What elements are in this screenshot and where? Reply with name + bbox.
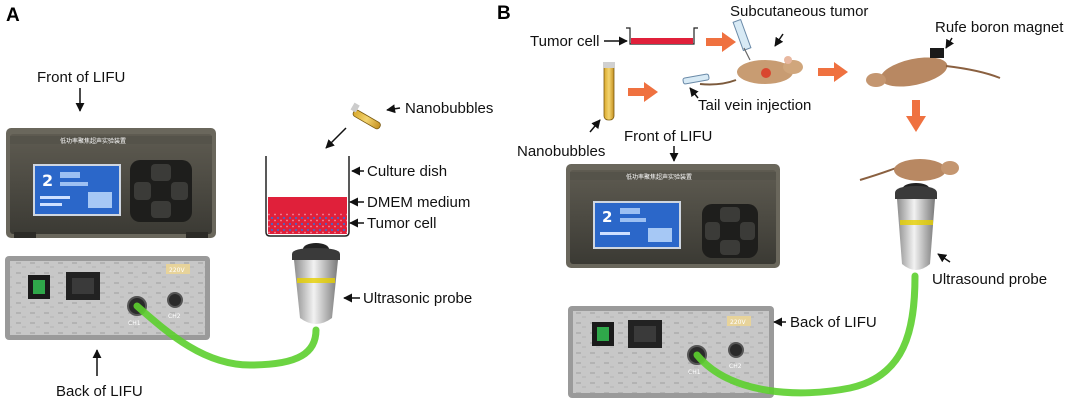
device-keypad-a [130,160,192,222]
arrow-ultrasound-probe-b [937,253,951,263]
mouse-on-probe-b [859,159,959,181]
label-dmem-medium-a: DMEM medium [367,194,470,211]
device-screen-number-a: 2 [42,171,53,190]
panel-a-letter: A [6,5,20,26]
label-front-lifu-b: Front of LIFU [624,128,712,145]
port-label-ch2-a: CH2 [168,313,181,320]
device-keypad-b [702,204,758,258]
nanobubble-tube-b [603,62,615,121]
label-nanobubbles-b: Nanobubbles [517,143,605,160]
label-back-lifu-a: Back of LIFU [56,383,143,400]
port-label-ch1-b: CH1 [688,369,701,376]
device-panel-title-b: 低功率聚焦超声实验装置 [626,173,692,181]
arrow-tail-vein-b [689,87,699,99]
label-tumor-cell-a: Tumor cell [367,215,436,232]
label-tail-vein-injection-b: Tail vein injection [698,97,811,114]
flow-arrow-dish-to-syringe [706,32,736,52]
label-ultrasound-probe-b: Ultrasound probe [932,271,1047,288]
device-panel-title-a: 低功率聚焦超声实验装置 [60,137,126,145]
label-back-lifu-b: Back of LIFU [790,314,877,331]
arrow-nanobubbles-tube-a [386,104,401,114]
panel-b-letter: B [497,3,511,24]
port-label-ch1-a: CH1 [128,320,141,327]
flow-arrow-magnet-to-probe [906,100,926,132]
label-front-lifu-a: Front of LIFU [37,69,125,86]
nanobubble-tube-a [350,102,381,130]
ultrasound-probe-b [895,183,937,270]
mouse-tail-vein-b [682,56,803,86]
dmem-medium-a [268,197,347,213]
label-ultrasonic-probe-a: Ultrasonic probe [363,290,472,307]
ultrasonic-probe-a [292,243,340,324]
culture-dish-b [626,27,698,45]
probe-cable-b [693,272,919,397]
plate-tag-b: 220V [730,319,746,326]
label-subcutaneous-tumor-b: Subcutaneous tumor [730,3,868,20]
lifu-front-device-a: 低功率聚焦超声实验装置 2 [6,128,216,238]
arrow-magnet-b [945,37,955,49]
port-label-ch2-b: CH2 [729,363,742,370]
arrow-subcutaneous-tumor-b [774,33,784,47]
culture-dish-a [265,156,350,237]
label-rufe-boron-magnet-b: Rufe boron magnet [935,19,1064,36]
boron-magnet-b [930,48,944,58]
probe-cable-a [133,302,320,369]
flow-arrow-tube-to-mouse [628,82,658,102]
label-culture-dish-a: Culture dish [367,163,447,180]
lifu-back-device-a: 220V CH1 CH2 [5,256,210,340]
arrow-nanobubbles-b [589,119,601,133]
label-tumor-cell-b: Tumor cell [530,33,599,50]
tumor-cell-layer-a [268,213,347,234]
plate-tag-a: 220V [169,267,185,274]
label-nanobubbles-a: Nanobubbles [405,100,493,117]
output-port-ch2-b [728,342,744,358]
device-screen-number-b: 2 [602,208,612,226]
mouse-with-magnet-b [866,48,1001,87]
output-port-ch2-a [167,292,183,308]
flow-arrow-mouse-to-magnet [818,62,848,82]
arrow-tube-to-dish-a [325,127,347,149]
syringe-b [732,18,752,61]
lifu-front-device-b: 低功率聚焦超声实验装置 2 [566,164,780,268]
